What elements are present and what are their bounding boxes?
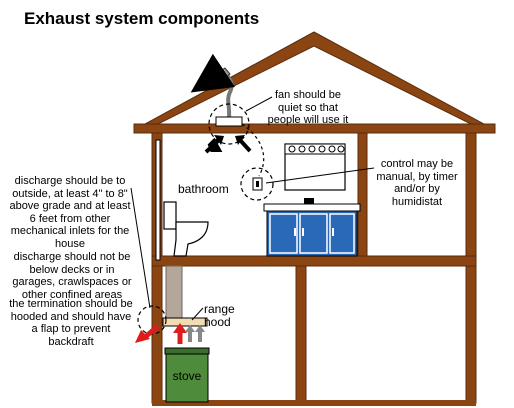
- ceiling-beam: [133, 123, 496, 134]
- toilet-tank: [163, 201, 177, 230]
- grey-flow-arrowhead-right: [195, 325, 205, 332]
- fan-intake-arrow-right: [238, 138, 252, 153]
- discharge-arrowhead: [135, 330, 150, 343]
- exhaust-duct: [165, 265, 183, 321]
- discharge-not-below-note: discharge should not be below decks or i…: [12, 251, 132, 301]
- control-note: control may be manual, by timer and/or b…: [376, 158, 458, 208]
- fan-note: fan should be quiet so that people will …: [267, 89, 349, 126]
- vanity-handle: [294, 228, 296, 236]
- fan-note-leader: [245, 96, 273, 112]
- fan-highlight-circle: [208, 103, 250, 145]
- termination-note: the termination should be hooded and sho…: [9, 298, 133, 348]
- diagram-title: Exhaust system components: [24, 9, 260, 28]
- light-bulb: [337, 145, 345, 153]
- grey-flow-arrowhead-left: [185, 325, 195, 332]
- control-note-leader: [265, 167, 375, 184]
- light-bulb: [288, 145, 296, 153]
- light-bulb: [318, 145, 326, 153]
- vent-outflow-arrow: [190, 53, 236, 93]
- light-bulb: [328, 145, 336, 153]
- bathroom-label: bathroom: [178, 182, 229, 196]
- intake-arrowhead: [173, 323, 187, 333]
- toilet-bowl: [173, 221, 209, 257]
- vanity-countertop: [263, 203, 361, 212]
- discharge-outside-note: discharge should be to outside, at least…: [9, 175, 131, 250]
- ground-line: [152, 400, 476, 406]
- fan-intake-arrowhead-right: [235, 135, 245, 145]
- vanity-handle: [332, 228, 334, 236]
- switch-toggle: [256, 181, 259, 187]
- fan-intake-arrow-left: [204, 137, 223, 154]
- vanity-door-left: [269, 213, 298, 254]
- vanity-faucet: [304, 198, 314, 204]
- vanity-door-middle: [299, 213, 328, 254]
- lower-interior-wall: [295, 265, 307, 404]
- right-outer-wall: [465, 132, 477, 404]
- fan-intake-arrowhead-left: [214, 135, 224, 145]
- upper-interior-wall: [357, 132, 368, 259]
- stove-top: [164, 347, 210, 355]
- switch-highlight-circle: [240, 167, 274, 201]
- light-bulb: [298, 145, 306, 153]
- range-hood: [162, 317, 208, 327]
- light-bulb: [308, 145, 316, 153]
- range-hood-leader: [191, 307, 204, 321]
- stove-body: [165, 351, 209, 403]
- control-wire: [241, 123, 265, 177]
- vanity-handle: [302, 228, 304, 236]
- ceiling-fan: [215, 116, 243, 127]
- floor-beam: [151, 255, 477, 267]
- range-hood-label: range hood: [204, 302, 235, 329]
- drain-pipe: [155, 139, 161, 261]
- stove-label: stove: [172, 369, 202, 383]
- discharge-note-leader: [130, 187, 151, 309]
